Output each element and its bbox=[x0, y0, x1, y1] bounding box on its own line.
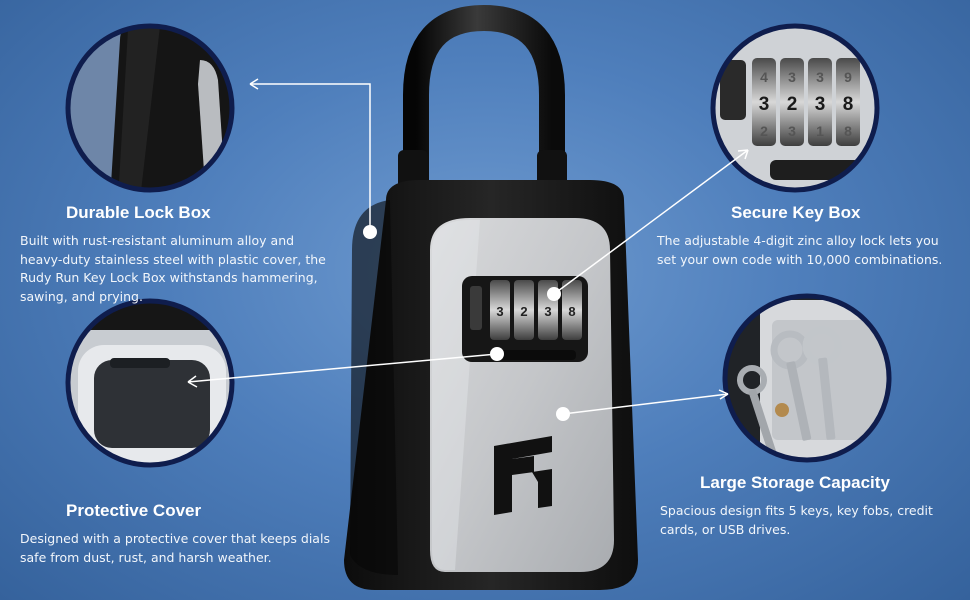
feature-secure: Secure Key Box The adjustable 4-digit zi… bbox=[657, 203, 957, 269]
secure-digit-top-2: 3 bbox=[788, 69, 796, 85]
lock-cover bbox=[430, 218, 614, 572]
storage-detail-circle bbox=[722, 293, 892, 463]
secure-digit-mid-2: 2 bbox=[787, 94, 798, 115]
secure-digit-top-4: 9 bbox=[844, 69, 852, 85]
feature-durable-description: Built with rust-resistant aluminum alloy… bbox=[20, 233, 326, 304]
feature-storage: Large Storage Capacity Spacious design f… bbox=[660, 473, 960, 539]
dial-digit-1: 3 bbox=[496, 304, 503, 319]
dial-digit-4: 8 bbox=[568, 304, 575, 319]
feature-durable: Durable Lock Box Built with rust-resista… bbox=[20, 203, 340, 306]
secure-digit-bot-4: 8 bbox=[844, 123, 852, 139]
secure-digit-top-1: 4 bbox=[760, 69, 768, 85]
feature-storage-title: Large Storage Capacity bbox=[700, 473, 890, 492]
dial-digit-2: 2 bbox=[520, 304, 527, 319]
feature-protective-description: Designed with a protective cover that ke… bbox=[20, 531, 330, 565]
durable-detail-circle bbox=[65, 23, 235, 193]
feature-protective: Protective Cover Designed with a protect… bbox=[20, 501, 340, 567]
secure-detail-circle: 4 3 3 9 3 2 3 8 2 3 1 8 bbox=[710, 23, 880, 193]
feature-secure-title: Secure Key Box bbox=[731, 203, 861, 222]
key-icon bbox=[737, 326, 842, 458]
secure-digit-top-3: 3 bbox=[816, 69, 824, 85]
callout-connectors bbox=[187, 78, 749, 415]
secure-digit-mid-4: 8 bbox=[843, 94, 854, 115]
feature-secure-description: The adjustable 4-digit zinc alloy lock l… bbox=[657, 233, 943, 267]
feature-storage-description: Spacious design fits 5 keys, key fobs, c… bbox=[660, 503, 933, 537]
secure-digit-mid-1: 3 bbox=[759, 94, 770, 115]
feature-durable-title: Durable Lock Box bbox=[66, 203, 211, 222]
protective-detail-circle bbox=[65, 298, 235, 468]
rudy-run-logo-icon bbox=[494, 436, 552, 515]
secure-digit-bot-2: 3 bbox=[788, 123, 796, 139]
dial-digit-3: 3 bbox=[544, 304, 551, 319]
secure-digit-bot-1: 2 bbox=[760, 123, 768, 139]
dial-window: 3 2 3 8 bbox=[462, 276, 588, 362]
feature-protective-title: Protective Cover bbox=[66, 501, 202, 520]
secure-digit-mid-3: 3 bbox=[815, 94, 826, 115]
secure-digit-bot-3: 1 bbox=[816, 123, 824, 139]
callout-dots bbox=[363, 225, 570, 421]
